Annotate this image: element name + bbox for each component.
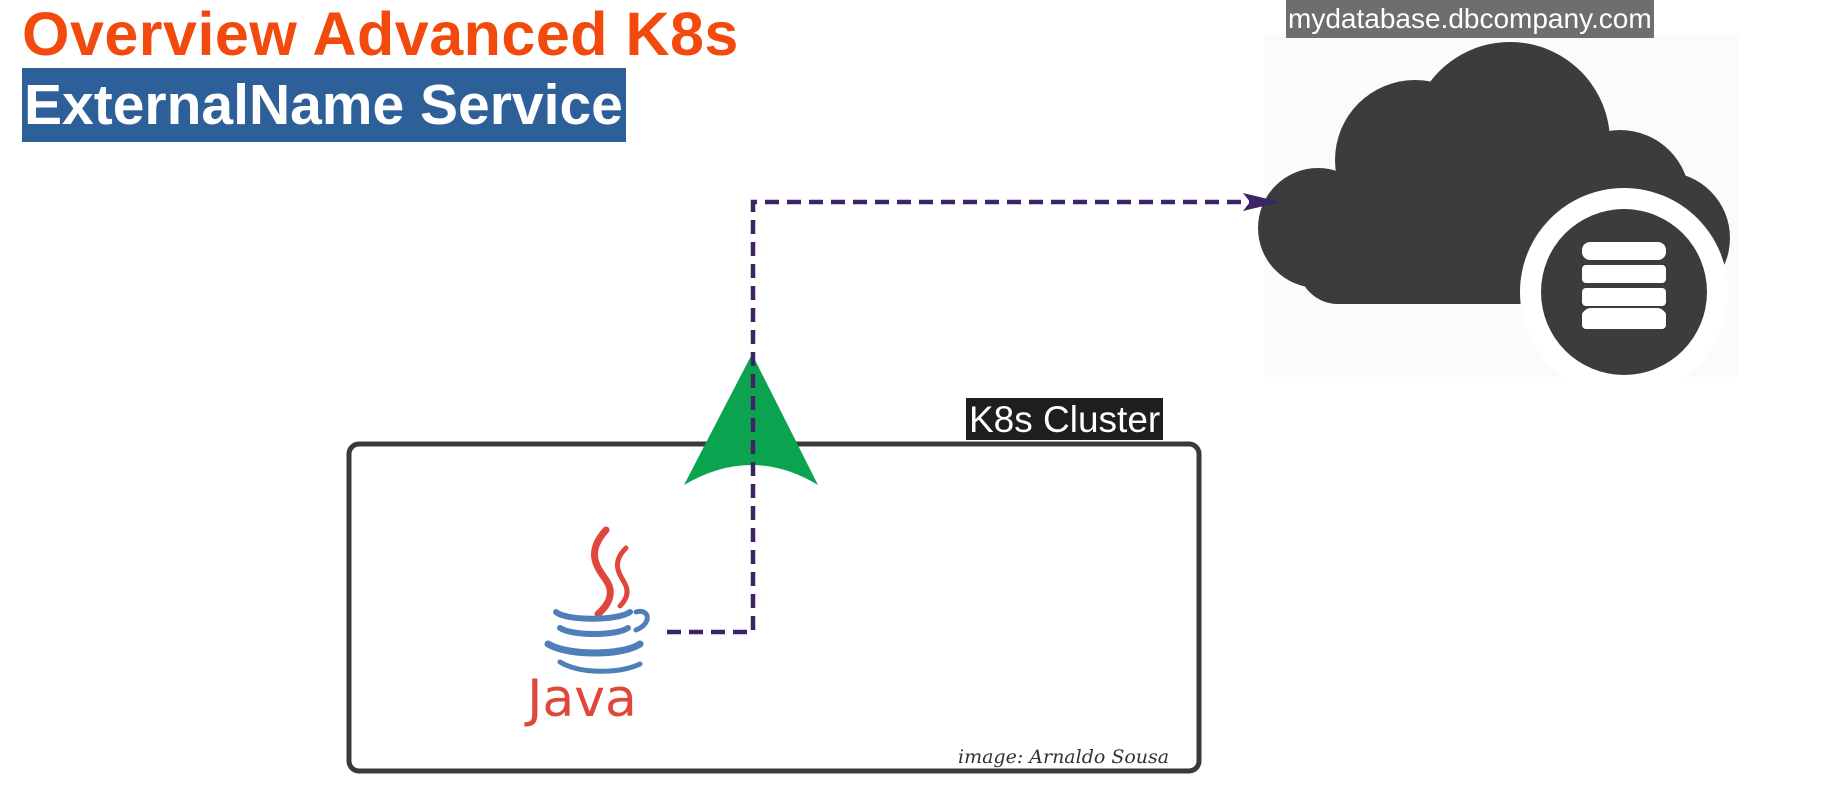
connector-arrowhead xyxy=(1243,193,1280,211)
cluster-box xyxy=(346,441,1202,774)
java-logo-text: Java xyxy=(524,669,637,729)
page-subtitle: ExternalName Service xyxy=(22,68,626,142)
cluster-label: K8s Cluster xyxy=(966,398,1164,440)
database-icon xyxy=(1520,188,1728,396)
external-host-label: mydatabase.dbcompany.com xyxy=(1286,0,1654,38)
java-logo-icon: Java xyxy=(524,526,650,729)
image-credit: image: Arnaldo Sousa xyxy=(958,746,1170,768)
page-title: Overview Advanced K8s xyxy=(22,0,739,68)
